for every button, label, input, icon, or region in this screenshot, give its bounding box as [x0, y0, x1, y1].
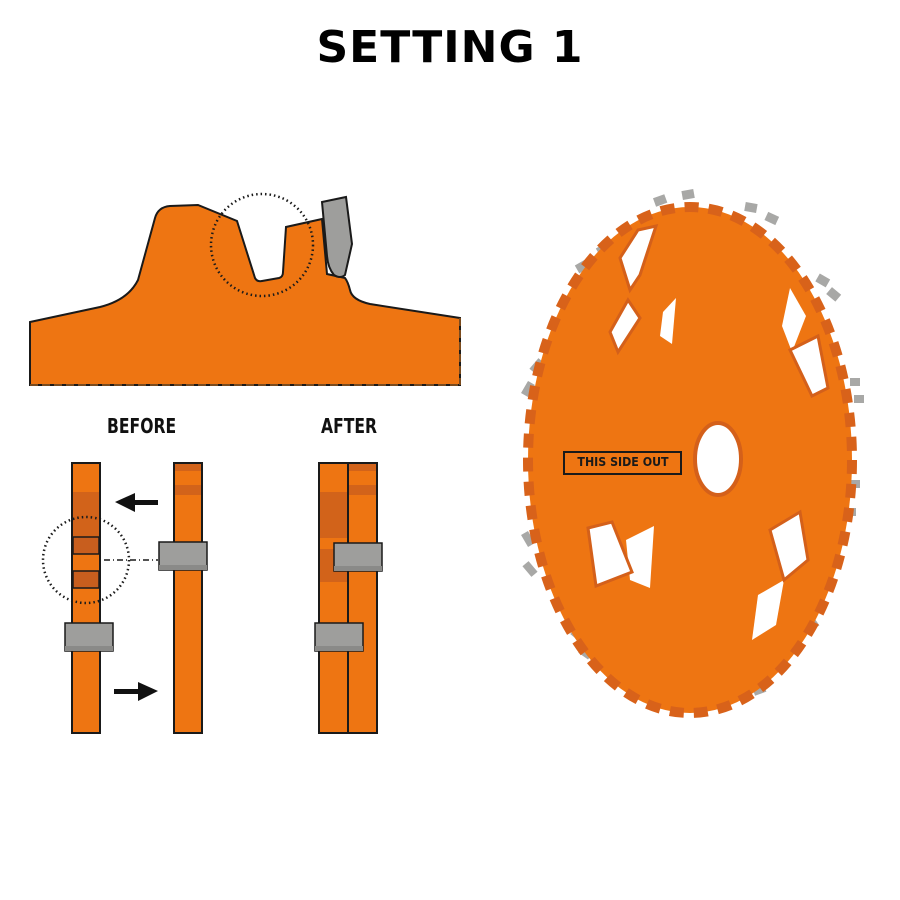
page-title: SETTING 1 — [316, 22, 584, 73]
tooth-profile — [29, 192, 461, 386]
tooth-body — [29, 203, 461, 386]
highlight-circle — [209, 192, 315, 298]
right-arrow-icon — [114, 682, 158, 701]
before-label: BEFORE — [107, 414, 177, 438]
saw-blade — [521, 189, 864, 718]
before-diagram — [41, 462, 208, 734]
after-diagram — [314, 462, 383, 734]
this-side-out-badge — [563, 451, 682, 475]
left-arrow-icon — [115, 493, 158, 512]
arbor-hole — [693, 421, 743, 497]
carbide-tip — [320, 195, 354, 278]
badge-text: THIS SIDE OUT — [577, 455, 669, 469]
after-label: AFTER — [321, 414, 378, 438]
